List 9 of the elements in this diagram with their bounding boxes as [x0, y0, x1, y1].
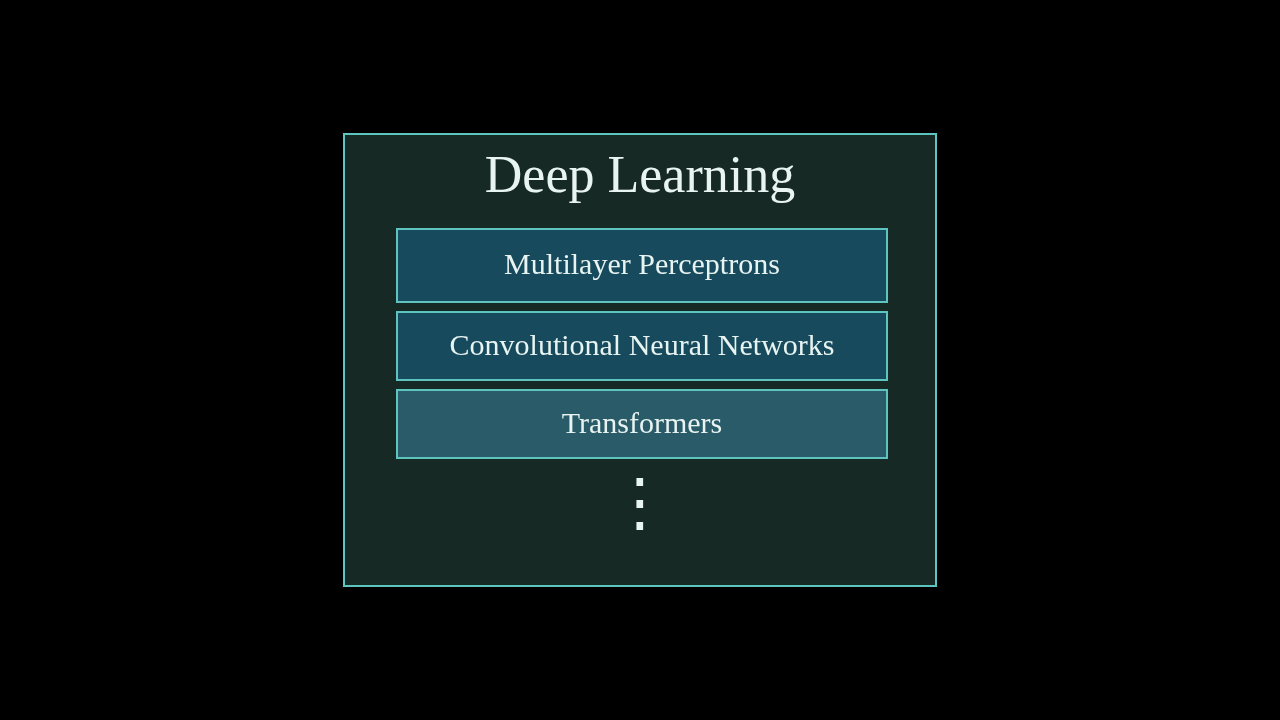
category-box [396, 311, 888, 381]
category-label: Multilayer Perceptrons [504, 247, 780, 281]
category-label: Transformers [561, 406, 723, 440]
panel-title: Deep Learning [484, 145, 796, 204]
category-box [396, 228, 888, 303]
category-box [396, 389, 888, 459]
category-label: Convolutional Neural Networks [449, 328, 835, 362]
vertical-ellipsis: ⋮ [608, 470, 672, 534]
group-panel [343, 133, 937, 587]
